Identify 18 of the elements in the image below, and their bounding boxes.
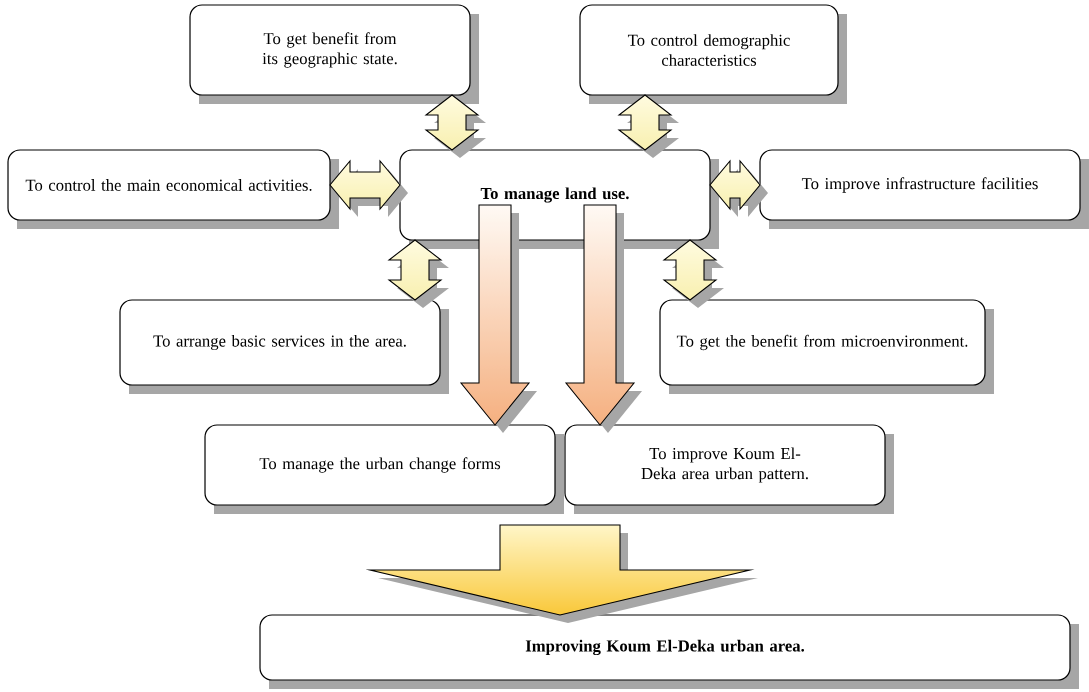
block-arrow — [564, 204, 642, 433]
block-arrow — [424, 94, 486, 158]
text-box: To control the main economical activities. — [7, 149, 339, 229]
text-box: To improve infrastructure facilities — [759, 149, 1089, 229]
text-box: To get benefit from its geographic state. — [189, 4, 479, 104]
block-arrow — [662, 239, 724, 308]
text-box: Improving Koum El-Deka urban area. — [259, 614, 1079, 689]
block-arrow — [459, 204, 537, 433]
block-arrow — [329, 159, 408, 217]
block-arrow — [387, 239, 449, 308]
text-box: To improve Koum El-Deka area urban pattern. — [564, 424, 894, 514]
block-arrow — [617, 94, 679, 158]
block-arrow — [709, 159, 768, 217]
text-box: To control demographic characteristics — [579, 4, 847, 104]
block-arrow — [365, 524, 758, 623]
text-box: To manage the urban change forms — [204, 424, 564, 514]
text-box: To get the benefit from microenvironment. — [659, 299, 994, 394]
text-box: To arrange basic services in the area. — [119, 299, 449, 394]
